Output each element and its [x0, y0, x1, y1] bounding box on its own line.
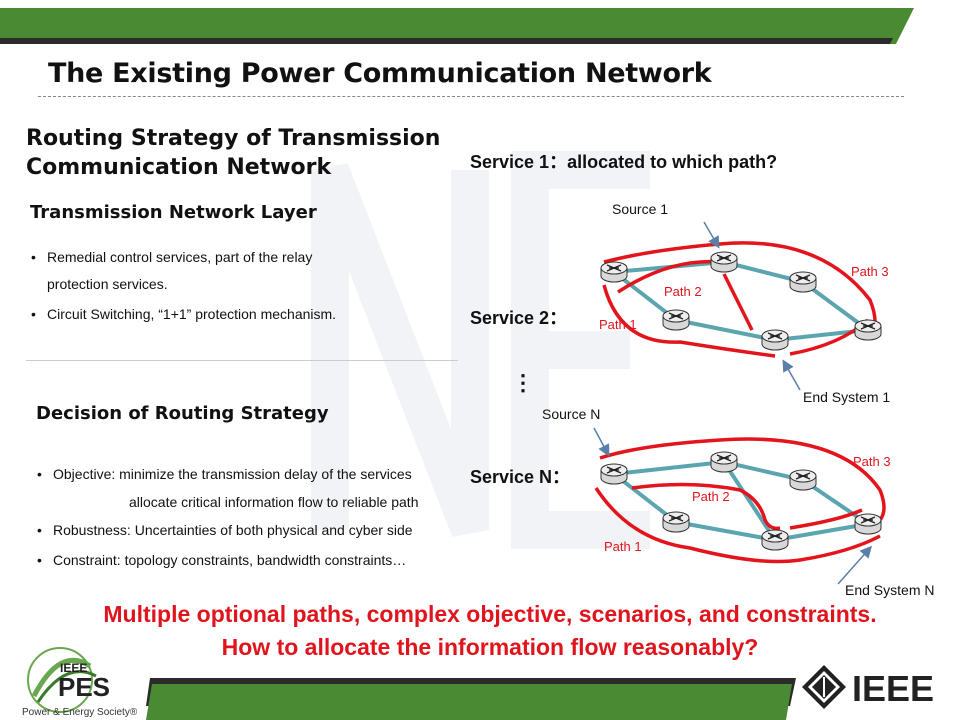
- router-icon: [854, 513, 882, 535]
- top-green-bar: [0, 8, 914, 44]
- routing-heading-line2: Communication Network: [26, 155, 332, 180]
- bottom-green-bar: [146, 678, 796, 720]
- path1-label: Path 1: [599, 317, 637, 332]
- path2-label: Path 2: [692, 489, 730, 504]
- bullet-marker: •: [37, 522, 42, 538]
- layer-heading: Transmission Network Layer: [30, 202, 317, 223]
- red-paths: [602, 241, 877, 358]
- pes-ieee-text: IEEE: [60, 661, 87, 675]
- router-icon: [600, 463, 628, 485]
- router-icon: [789, 469, 817, 491]
- routing-heading-line1: Routing Strategy of Transmission: [26, 126, 441, 151]
- router-icon: [662, 309, 690, 331]
- ieee-text: IEEE: [852, 668, 934, 709]
- service1-diagram: [600, 221, 882, 391]
- decision-bullet-text: Constraint: topology constraints, bandwi…: [53, 552, 407, 568]
- serviceN-label: Service N：: [470, 467, 571, 487]
- path2-label: Path 2: [664, 284, 702, 299]
- teal-links: [612, 460, 870, 542]
- pes-full-text: Power & Energy Society®: [22, 707, 138, 718]
- decision-bullet-text: allocate critical information flow to re…: [129, 494, 419, 510]
- router-icon: [662, 511, 690, 533]
- source1-label: Source 1: [612, 201, 668, 217]
- decision-heading: Decision of Routing Strategy: [36, 403, 329, 424]
- router-icon: [761, 529, 789, 551]
- title-divider: [38, 96, 904, 97]
- end-system1-label: End System 1: [803, 389, 890, 405]
- layer-bullet-text: protection services.: [47, 276, 168, 292]
- router-icon: [854, 319, 882, 341]
- path1-label: Path 1: [604, 539, 642, 554]
- router-icon: [761, 329, 789, 351]
- router-icon: [710, 451, 738, 473]
- bullet-marker: •: [37, 466, 42, 482]
- key-message-line1: Multiple optional paths, complex objecti…: [103, 601, 877, 627]
- bullet-marker: •: [31, 306, 36, 322]
- section-divider: [26, 360, 458, 361]
- pointer-arrow-icon: [703, 221, 720, 249]
- pes-text: PES: [58, 672, 110, 702]
- path3-label: Path 3: [851, 264, 889, 279]
- key-message-line2: How to allocate the information flow rea…: [221, 634, 759, 660]
- service1-question: Service 1：allocated to which path?: [470, 152, 778, 172]
- page-title: The Existing Power Communication Network: [48, 58, 712, 89]
- layer-bullet-text: Remedial control services, part of the r…: [47, 249, 313, 265]
- pointer-arrow-icon: [837, 545, 872, 585]
- decision-bullet-text: Robustness: Uncertainties of both physic…: [53, 522, 413, 538]
- router-icon: [789, 271, 817, 293]
- router-icon: [600, 261, 628, 283]
- pes-logo: IEEE PES Power & Energy Society®: [22, 647, 138, 718]
- sourceN-label: Source N: [542, 406, 600, 422]
- path3-label: Path 3: [853, 454, 891, 469]
- pointer-arrow-icon: [593, 427, 610, 457]
- red-paths: [594, 437, 886, 564]
- bullet-marker: •: [31, 249, 36, 265]
- pointer-arrow-icon: [782, 359, 801, 391]
- router-icon: [710, 251, 738, 273]
- bullet-marker: •: [37, 552, 42, 568]
- end-systemN-label: End System N: [845, 582, 934, 598]
- vertical-ellipsis: ⋮: [512, 370, 534, 395]
- watermark: [311, 151, 650, 549]
- serviceN-diagram: [593, 427, 886, 585]
- decision-bullet-text: Objective: minimize the transmission del…: [53, 466, 412, 482]
- layer-bullet-text: Circuit Switching, “1+1” protection mech…: [47, 306, 337, 322]
- service2-label: Service 2：: [470, 308, 568, 328]
- ieee-logo: IEEE: [802, 665, 934, 709]
